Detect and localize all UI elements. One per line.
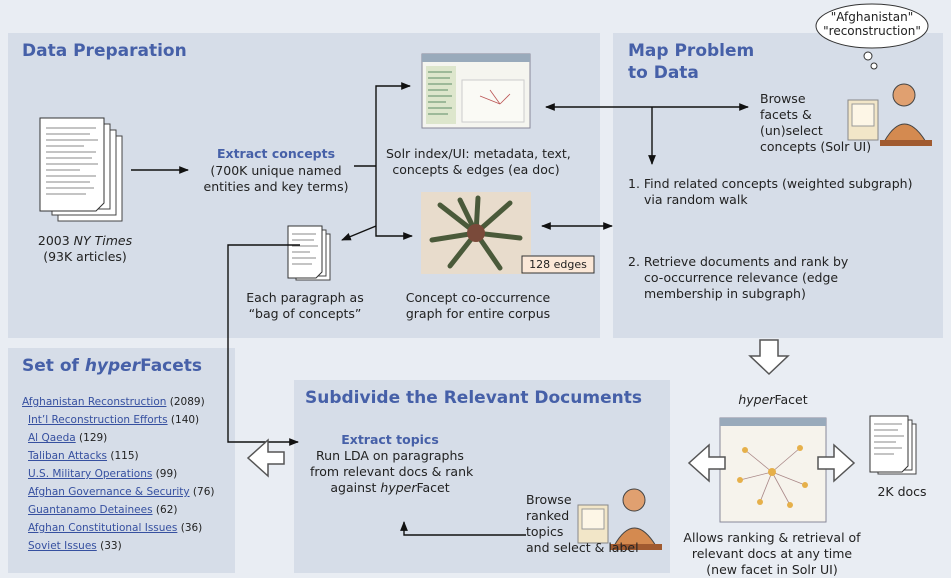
down-hollow-arrow [748, 339, 790, 376]
facet-item[interactable]: Afghan Governance & Security (76) [28, 486, 215, 498]
corpus-caption-line2: (93K articles) [43, 249, 127, 264]
facet-link[interactable]: Guantanamo Detainees [28, 504, 153, 516]
facet-item[interactable]: Soviet Issues (33) [28, 540, 122, 552]
facet-link[interactable]: U.S. Military Operations [28, 468, 153, 480]
solr-caption-line2: concepts & edges (ea doc) [392, 162, 560, 177]
browse-ranked-line2: ranked [526, 508, 570, 523]
extract-topics-line3: against hyperFacet [330, 480, 450, 495]
hyperfacet-label: hyperFacet [738, 392, 808, 407]
allows-caption-line3: (new facet in Solr UI) [706, 562, 838, 577]
facet-link[interactable]: Al Qaeda [28, 432, 76, 444]
graph-caption-line1: Concept co-occurrence [405, 290, 551, 305]
map-problem-panel [613, 33, 943, 338]
docs-2k-icon [869, 415, 917, 475]
corpus-caption-line1: 2003 NY Times [37, 233, 133, 248]
subdivide-title: Subdivide the Relevant Documents [305, 388, 642, 408]
extract-topics-line2: from relevant docs & rank [310, 464, 474, 479]
graph-caption-line2: graph for entire corpus [405, 306, 551, 321]
browse-facets-line3: (un)select [760, 123, 823, 138]
facet-item[interactable]: Afghan Constitutional Issues (36) [28, 522, 203, 534]
edges-badge-box [521, 255, 595, 274]
extract-concepts-title: Extract concepts [216, 146, 336, 161]
map-problem-title-line2: to Data [628, 63, 699, 83]
left-hollow-arrow [687, 443, 726, 483]
browse-facets-line2: facets & [760, 107, 812, 122]
extract-topics-line1: Run LDA on paragraphs [316, 448, 464, 463]
facet-link[interactable]: Afghan Governance & Security [28, 486, 190, 498]
step2-line2: co-occurrence relevance (edge [644, 270, 839, 285]
step1-line2: via random walk [644, 192, 748, 207]
right-hollow-arrow [817, 443, 856, 483]
hyperfacets-panel [8, 348, 235, 573]
step1-line1: 1. Find related concepts (weighted subgr… [628, 176, 913, 191]
extract-concepts-line2: entities and key terms) [203, 179, 349, 194]
solr-screenshot-image [421, 53, 531, 129]
allows-caption-line1: Allows ranking & retrieval of [683, 530, 861, 545]
step2-line1: 2. Retrieve documents and rank by [628, 254, 849, 269]
browse-ranked-line1: Browse [526, 492, 572, 507]
facet-item[interactable]: Afghanistan Reconstruction (2089) [22, 396, 205, 408]
hyperfacet-screenshot-image [719, 417, 827, 523]
map-problem-title-line1: Map Problem [628, 41, 755, 61]
person-at-computer-icon-2 [577, 488, 662, 550]
facet-link[interactable]: Soviet Issues [28, 540, 97, 552]
facet-link[interactable]: Afghan Constitutional Issues [28, 522, 178, 534]
data-preparation-title: Data Preparation [22, 41, 187, 61]
facet-link[interactable]: Int’l Reconstruction Efforts [28, 414, 168, 426]
docs-2k-label: 2K docs [877, 484, 927, 499]
browse-ranked-line3: topics [526, 524, 564, 539]
bubble-text-line2: "reconstruction" [823, 24, 921, 38]
edges-badge: 128 edges [529, 258, 587, 271]
facet-item[interactable]: Al Qaeda (129) [28, 432, 108, 444]
corpus-documents-icon [39, 117, 123, 222]
browse-facets-line4: concepts (Solr UI) [760, 139, 872, 154]
concept-graph-image [421, 192, 531, 274]
paragraph-caption-line2: “bag of concepts” [248, 306, 362, 321]
bubble-text-line1: "Afghanistan" [830, 10, 914, 24]
facet-item[interactable]: Int’l Reconstruction Efforts (140) [28, 414, 200, 426]
facet-link[interactable]: Afghanistan Reconstruction [22, 396, 167, 408]
extract-topics-title: Extract topics [341, 432, 439, 447]
facet-item[interactable]: Taliban Attacks (115) [28, 450, 139, 462]
thought-bubble [815, 3, 929, 70]
solr-caption-line1: Solr index/UI: metadata, text, [386, 146, 571, 161]
facet-item[interactable]: Guantanamo Detainees (62) [28, 504, 178, 516]
browse-ranked-line4: and select & label [526, 540, 639, 555]
paragraph-documents-icon [287, 225, 331, 281]
facet-item[interactable]: U.S. Military Operations (99) [28, 468, 178, 480]
hyperfacets-title: Set of hyperFacets [22, 356, 203, 376]
left-hollow-arrow-2 [246, 438, 285, 478]
allows-caption-line2: relevant docs at any time [691, 546, 853, 561]
step2-line3: membership in subgraph) [644, 286, 806, 301]
person-at-computer-icon [847, 83, 932, 146]
facet-link[interactable]: Taliban Attacks [28, 450, 108, 462]
paragraph-caption-line1: Each paragraph as [246, 290, 364, 305]
browse-facets-line1: Browse [760, 91, 806, 106]
extract-concepts-line1: (700K unique named [210, 163, 342, 178]
